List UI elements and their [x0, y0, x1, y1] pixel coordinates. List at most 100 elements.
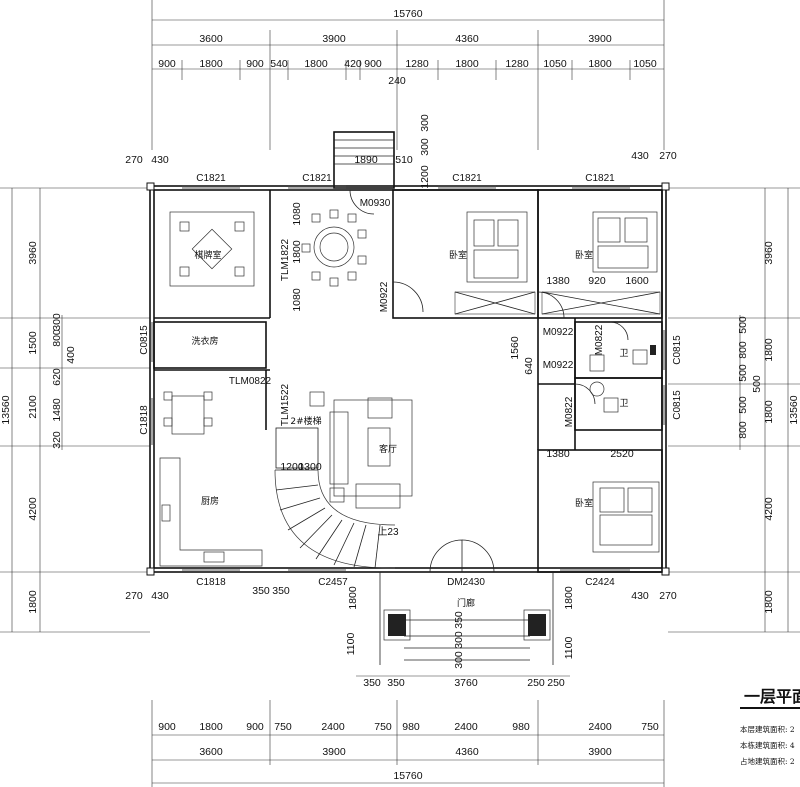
- dining-table-icon: [163, 391, 213, 435]
- top-major-4: 3900: [588, 33, 612, 45]
- room-bath-a: 卫: [619, 349, 628, 359]
- bed-icon-b: [541, 211, 661, 315]
- door-dm2430: DM2430: [447, 577, 485, 588]
- left-minor-3: 400: [65, 346, 77, 364]
- right-minor-6: 800: [737, 421, 749, 439]
- left-minor-6: 320: [51, 431, 63, 449]
- corner-dim-bl-430: 430: [151, 590, 169, 602]
- bed-icon-a: [454, 211, 536, 315]
- right-major-2: 1800: [763, 338, 775, 362]
- right-minor-3: 500: [737, 364, 749, 382]
- dim-porch-350: 350: [453, 611, 465, 629]
- bottom-minor-3: 900: [246, 721, 264, 733]
- left-minor-4: 620: [51, 368, 63, 386]
- room-mahjong: 棋牌室: [194, 249, 221, 261]
- top-dimension-lines: [151, 0, 665, 150]
- bed-icon-c: [592, 481, 660, 553]
- door-m0922-b: M0922: [543, 327, 574, 338]
- dim-porch-bottom-3: 3760: [454, 677, 478, 689]
- dim-porch-1100b: 1100: [563, 637, 575, 660]
- top-minor-1: 900: [158, 58, 176, 70]
- top-minor-9: 1800: [455, 58, 479, 70]
- bottom-major-1: 3600: [199, 746, 223, 758]
- top-minor-7: 900: [364, 58, 382, 70]
- dim-300-a: 300: [419, 138, 431, 156]
- exterior-walls: [146, 182, 670, 576]
- dim-porch-bottom-2: 350: [387, 677, 405, 689]
- window-c1821-4: C1821: [585, 173, 615, 184]
- right-major-4: 4200: [763, 497, 775, 521]
- room-laundry: 洗衣房: [191, 335, 218, 347]
- dim-640: 640: [523, 357, 535, 375]
- dim-porch-1800: 1800: [347, 586, 359, 610]
- top-total-dim: 15760: [393, 8, 422, 20]
- top-minor-6: 420: [344, 58, 362, 70]
- left-dimension-lines: [0, 187, 150, 633]
- top-minor-11: 1050: [543, 58, 567, 70]
- top-major-2: 3900: [322, 33, 346, 45]
- bottom-minor-8: 2400: [454, 721, 478, 733]
- left-minor-1: 800: [51, 329, 63, 347]
- dim-porch-bottom-1: 350: [363, 677, 381, 689]
- window-c1821-1: C1821: [196, 173, 226, 184]
- door-m0822-a: M0822: [594, 324, 605, 355]
- door-tlm1822: TLM1822: [280, 238, 291, 281]
- porch-steps: [379, 572, 554, 665]
- windows: [151, 185, 665, 571]
- dim-stair-1300: 1300: [298, 461, 322, 473]
- bottom-minor-2: 1800: [199, 721, 223, 733]
- right-dimension-lines: [668, 187, 800, 633]
- entry-steps: [334, 139, 394, 165]
- room-kitchen: 厨房: [201, 495, 219, 507]
- bottom-minor-1: 900: [158, 721, 176, 733]
- mahjong-table-icon: [169, 211, 255, 287]
- left-minor-2: 300: [51, 313, 63, 331]
- spiral-stair-icon: [274, 427, 396, 569]
- top-minor-13: 1050: [633, 58, 657, 70]
- dim-porch-bottom-5: 250: [547, 677, 565, 689]
- corner-dim-tr-430: 430: [631, 150, 649, 162]
- top-240: 240: [388, 75, 406, 87]
- dim-300-b: 300: [419, 114, 431, 132]
- window-c0815-a: C0815: [139, 325, 150, 355]
- bottom-minor-11: 750: [641, 721, 659, 733]
- corner-dim-tr-270: 270: [659, 150, 677, 162]
- corner-dim-tl-430: 430: [151, 154, 169, 166]
- bottom-major-4: 3900: [588, 746, 612, 758]
- right-major-5: 1800: [763, 590, 775, 614]
- window-c0815-b: C0815: [672, 335, 683, 365]
- top-minor-10: 1280: [505, 58, 529, 70]
- dim-porch-1800b: 1800: [563, 586, 575, 610]
- bottom-minor-10: 2400: [588, 721, 612, 733]
- window-c2457: C2457: [318, 577, 348, 588]
- dim-porch-300b: 300: [453, 631, 465, 649]
- interior-walls: [153, 131, 663, 573]
- bottom-minor-4: 750: [274, 721, 292, 733]
- right-minor-4: 500: [751, 375, 763, 393]
- note-building-area: 本栋建筑面积: 4: [740, 740, 795, 750]
- window-c2424: C2424: [585, 577, 615, 588]
- dim-1200-top: 1200: [419, 165, 431, 189]
- sofa-set-icon: [309, 391, 413, 509]
- corner-dim-br-430: 430: [631, 590, 649, 602]
- bottom-major-2: 3900: [322, 746, 346, 758]
- bottom-minor-7: 980: [402, 721, 420, 733]
- bottom-minor-5: 2400: [321, 721, 345, 733]
- round-dining-table-icon: [301, 209, 367, 287]
- corner-dim-br-270: 270: [659, 590, 677, 602]
- door-m0922-a: M0922: [379, 281, 390, 312]
- dim-porch-350a: 350: [252, 585, 270, 597]
- left-major-4: 4200: [27, 497, 39, 521]
- bottom-dimension-lines: [151, 700, 665, 787]
- dim-510: 510: [395, 154, 413, 166]
- window-c1821-2: C1821: [302, 173, 332, 184]
- top-minor-2: 1800: [199, 58, 223, 70]
- note-footprint-area: 占地建筑面积: 2: [740, 756, 795, 766]
- right-minor-2: 800: [737, 341, 749, 359]
- left-major-1: 3960: [27, 241, 39, 265]
- window-c1818-a: C1818: [139, 405, 150, 435]
- dim-1600: 1600: [625, 275, 649, 287]
- bottom-minor-6: 750: [374, 721, 392, 733]
- door-m0922-c: M0922: [543, 360, 574, 371]
